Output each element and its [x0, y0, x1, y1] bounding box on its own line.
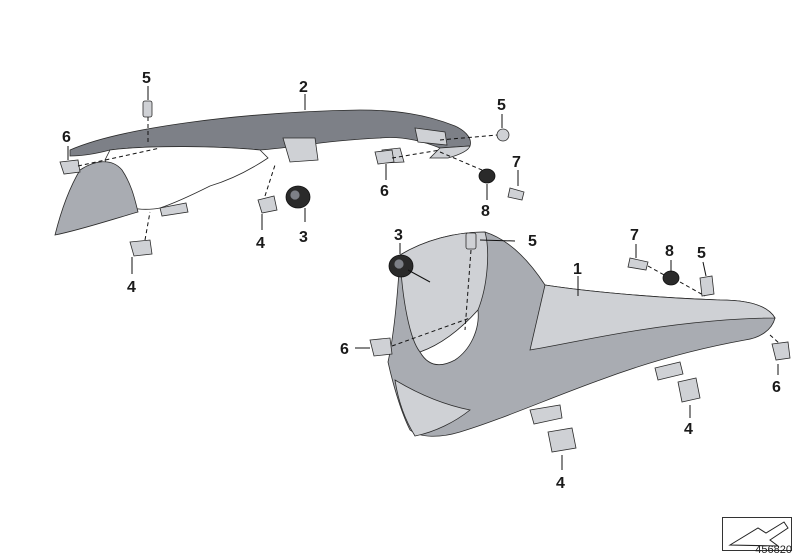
callout-grommet-upper: 3 [299, 229, 308, 246]
callout-grommet-nut-lower: 8 [665, 243, 674, 260]
callout-clip-lower-right: 4 [684, 421, 693, 438]
callout-grommet-nut-upper: 8 [481, 203, 490, 220]
lower-side-panel-part [387, 231, 776, 437]
callout-nut-lower-left: 6 [340, 341, 349, 358]
hardware-upper [59, 100, 525, 257]
callout-grommet-lower: 3 [394, 227, 403, 244]
callout-clip-lower-left: 4 [556, 475, 565, 492]
callout-screw-lower-right: 5 [697, 245, 706, 262]
leader-lines [67, 86, 781, 470]
upper-tail-cover-part [54, 109, 471, 236]
callout-upper-cover: 2 [299, 79, 308, 96]
callout-clip-upper-mid: 4 [256, 235, 265, 252]
callout-nut-upper-left: 6 [62, 129, 71, 146]
callout-nut-upper-mid: 6 [380, 183, 389, 200]
hardware-lower [369, 232, 791, 453]
navigation-arrow-icon [728, 521, 789, 547]
navigation-box [722, 517, 792, 551]
callout-labels: 2 1 3 3 4 4 4 4 5 5 5 5 6 6 6 6 7 7 8 8 [62, 70, 781, 492]
callout-lower-cover: 1 [573, 261, 582, 278]
callout-bolt-lower: 7 [630, 227, 639, 244]
callout-screw-lower-left: 5 [528, 233, 537, 250]
callout-screw-upper-right: 5 [497, 97, 506, 114]
diagram-number: 456820 [755, 544, 792, 556]
callout-bolt-upper: 7 [512, 154, 521, 171]
callout-nut-lower-right: 6 [772, 379, 781, 396]
callout-clip-upper-left: 4 [127, 279, 136, 296]
callout-screw-upper-left: 5 [142, 70, 151, 87]
